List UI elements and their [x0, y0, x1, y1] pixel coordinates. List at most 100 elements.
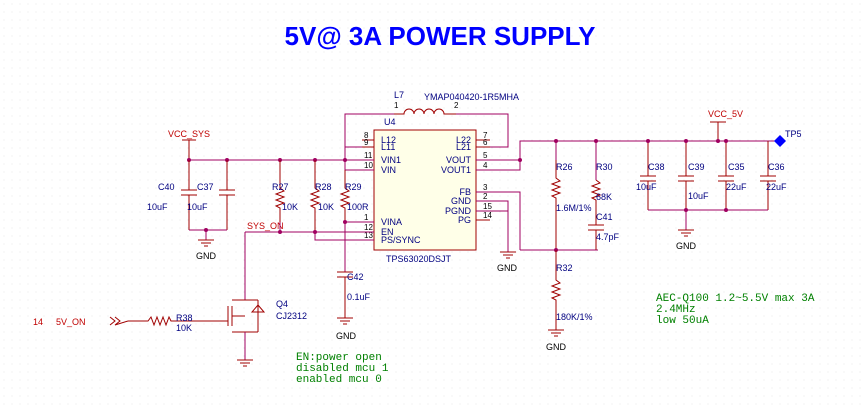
- mosfet-q4: Q4 CJ2312: [208, 299, 307, 333]
- pin-number: 5: [483, 151, 488, 160]
- test-point-tp5: TP5: [774, 129, 802, 147]
- r32-ref: R32: [556, 263, 573, 273]
- pin-number: 9: [364, 138, 369, 147]
- pin-name: VOUT: [446, 155, 472, 165]
- c41-value: 4.7pF: [596, 232, 620, 242]
- c36-ref: C36: [768, 162, 785, 172]
- r29-value: 100R: [347, 202, 369, 212]
- c38-value: 10uF: [636, 182, 657, 192]
- pin-number: 6: [483, 138, 488, 147]
- capacitor-c42: C42 0.1uF: [337, 271, 371, 318]
- input-net-label: 5V_ON: [56, 317, 86, 327]
- input-port-5v-on: 14 5V_ON: [33, 316, 129, 327]
- gnd-label-3: GND: [497, 263, 518, 273]
- ground-symbol-5: GND: [676, 229, 697, 251]
- spec-note-line: AEC-Q100 1.2~5.5V max 3A: [656, 293, 815, 305]
- pin-name: PS/SYNC: [381, 235, 421, 245]
- pin-number: 12: [364, 223, 373, 232]
- ground-symbol-1: GND: [196, 239, 217, 261]
- c40-value: 10uF: [147, 202, 168, 212]
- en-note-line: EN:power open: [296, 352, 382, 364]
- pin-number: 10: [364, 161, 373, 170]
- c35-ref: C35: [728, 162, 745, 172]
- pin-name: L11: [381, 142, 395, 152]
- q4-value: CJ2312: [276, 311, 307, 321]
- resistor-r29: R29 100R: [339, 170, 369, 222]
- ground-symbol-3: GND: [497, 251, 518, 273]
- ground-symbol-2: GND: [336, 317, 357, 341]
- capacitor-c36: C36 22uF: [760, 141, 787, 210]
- pin-number: 11: [364, 151, 373, 160]
- pin-number: 8: [364, 131, 369, 140]
- inductor-l7: L7 YMAP040420-1R5MHA 1 2: [394, 90, 519, 115]
- pin-number: 4: [483, 161, 488, 170]
- schematic-title: 5V@ 3A POWER SUPPLY: [285, 21, 596, 51]
- pin-name: PGND: [445, 206, 472, 216]
- l7-ref: L7: [394, 90, 404, 100]
- pin-name: L12: [381, 135, 396, 145]
- vcc-5v-symbol: VCC_5V: [708, 109, 743, 141]
- sys-on-label: SYS_ON: [247, 221, 284, 231]
- spec-note-line: low 50uA: [656, 315, 709, 327]
- c42-value: 0.1uF: [347, 292, 371, 302]
- c39-ref: C39: [688, 162, 705, 172]
- pin-number: 13: [364, 231, 373, 240]
- r30-value: 68K: [596, 192, 612, 202]
- r38-ref: R38: [176, 313, 193, 323]
- ic-pin-right: 6 L21: [456, 138, 490, 152]
- r26-ref: R26: [556, 162, 573, 172]
- ground-symbol-q4: [237, 359, 253, 367]
- input-pin-number: 14: [33, 317, 43, 327]
- c42-ref: C42: [347, 272, 364, 282]
- c41-ref: C41: [596, 212, 613, 222]
- gnd-label-2: GND: [336, 331, 357, 341]
- l7-pin2: 2: [454, 101, 459, 110]
- ic-ref: U4: [384, 117, 396, 127]
- pin-name: VOUT1: [441, 165, 471, 175]
- en-note-line: disabled mcu 1: [296, 363, 389, 375]
- r30-ref: R30: [596, 162, 613, 172]
- capacitor-c39: C39 10uF: [678, 141, 709, 210]
- resistor-r38: R38 10K: [128, 313, 208, 333]
- capacitor-c35: C35 22uF: [718, 141, 747, 210]
- capacitor-c38: C38 10uF: [636, 141, 665, 210]
- tp5-label: TP5: [785, 129, 802, 139]
- resistor-r26: R26 1.6M/1%: [550, 160, 592, 250]
- ground-symbol-4: GND: [546, 329, 567, 352]
- c37-value: 10uF: [187, 202, 208, 212]
- pin-name: VIN1: [381, 155, 401, 165]
- pin-name: EN: [381, 227, 394, 237]
- pin-name: L21: [456, 142, 471, 152]
- r32-value: 180K/1%: [556, 312, 593, 322]
- vcc-sys-symbol: VCC_SYS: [168, 129, 210, 160]
- l7-value: YMAP040420-1R5MHA: [424, 92, 519, 102]
- c38-ref: C38: [648, 162, 665, 172]
- c37-ref: C37: [197, 182, 214, 192]
- pin-number: 2: [483, 192, 488, 201]
- ic-pin-left: 8 L12: [362, 131, 396, 145]
- resistor-r32: R32 180K/1%: [550, 250, 593, 330]
- pin-number: 1: [364, 213, 369, 222]
- ic-pin-left: 9 L11: [362, 138, 395, 152]
- r27-ref: R27: [272, 182, 289, 192]
- en-note-line: enabled mcu 0: [296, 374, 382, 386]
- c35-value: 22uF: [726, 182, 747, 192]
- gnd-label-5: GND: [676, 241, 697, 251]
- r26-value: 1.6M/1%: [556, 203, 592, 213]
- c39-value: 10uF: [688, 191, 709, 201]
- r28-value: 10K: [318, 202, 334, 212]
- ic-part: TPS63020DSJT: [386, 254, 452, 264]
- pin-name: VINA: [381, 217, 402, 227]
- q4-ref: Q4: [276, 299, 288, 309]
- r27-value: 10K: [282, 202, 298, 212]
- r28-ref: R28: [315, 182, 332, 192]
- gnd-label-4: GND: [546, 342, 567, 352]
- r29-ref: R29: [345, 182, 362, 192]
- resistor-r27: R27 10K: [272, 160, 298, 222]
- pin-name: FB: [459, 187, 471, 197]
- pin-number: 7: [483, 131, 488, 140]
